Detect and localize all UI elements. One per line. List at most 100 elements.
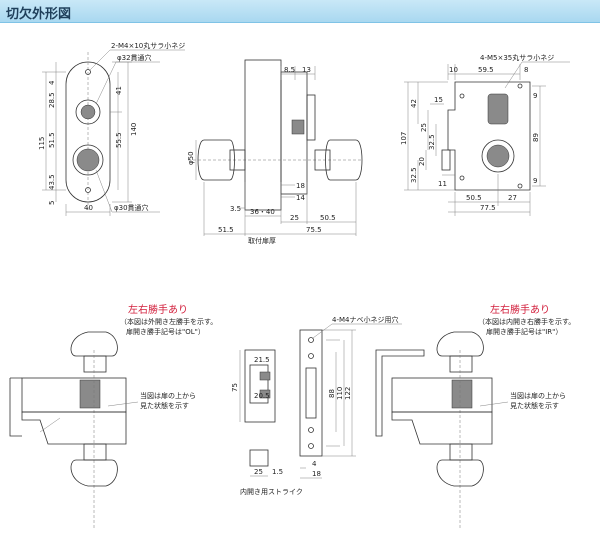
strike-pocket — [249, 364, 269, 404]
dim-4: 4 — [48, 80, 56, 85]
strike-hole-4 — [308, 443, 314, 449]
dim-55-5: 55.5 — [115, 132, 123, 148]
strike-dim-25: 25 — [254, 468, 263, 476]
strike-dim-4: 4 — [312, 460, 317, 468]
strike-opening — [305, 367, 317, 419]
door-section — [244, 59, 282, 211]
right-view-note-2: 見た状態を示す — [510, 401, 559, 410]
strike-dim-20-5: 20.5 — [254, 392, 270, 400]
case-screw-label: 4-M5×35丸サラ小ネジ — [480, 53, 554, 62]
strike-hole-3 — [308, 427, 314, 433]
left-frame — [9, 377, 22, 437]
case-screw-hole-4 — [459, 175, 465, 181]
right-knob-top — [436, 331, 484, 357]
dim-18: 18 — [296, 182, 305, 190]
dim-3-5: 3.5 — [230, 205, 241, 213]
strike-hatch-1 — [259, 371, 271, 381]
left-knob-neck-top — [83, 355, 107, 373]
right-lock-hatch — [451, 379, 473, 409]
left-view-note-1: 当図は扉の上から — [140, 391, 196, 400]
dim-36-40: 36・40 — [250, 208, 275, 216]
dim-40: 40 — [84, 204, 93, 212]
cylinder-hole — [75, 99, 101, 125]
strike-dim-88: 88 — [328, 389, 336, 398]
case-dim-20: 20 — [418, 157, 426, 166]
dim-51-5-section: 51.5 — [218, 226, 234, 234]
strike-dim-110: 110 — [336, 387, 344, 400]
dim-115: 115 — [38, 137, 46, 150]
door-thickness-label: 取付扉厚 — [248, 236, 276, 245]
strike-screw-label: 4-M4ナベ小ネジ用穴 — [332, 315, 398, 324]
dim-14: 14 — [296, 194, 305, 202]
hole-bottom-label: φ30貫通穴 — [114, 203, 149, 212]
strike-view: 75 21.5 20.5 88 110 122 25 1.5 4 18 4-M4… — [231, 315, 402, 496]
left-knob-neck-bottom — [83, 443, 107, 461]
case-dim-32-5a: 32.5 — [428, 134, 436, 150]
case-dim-9a: 9 — [533, 92, 537, 100]
case-dim-10: 10 — [449, 66, 458, 74]
right-frame — [375, 349, 425, 437]
case-dim-42: 42 — [410, 99, 418, 108]
left-door-body — [21, 377, 127, 413]
lock-case-view: 10 59.5 8 4-M5×35丸サラ小ネジ 89 9 9 107 42 32… — [400, 53, 570, 216]
case-dim-8: 8 — [524, 66, 528, 74]
lock-case-outline — [447, 81, 531, 191]
left-hand-note-2: 扉開き勝手記号は"OL"） — [126, 327, 205, 336]
cylinder-key — [80, 104, 96, 120]
strike-dim-18: 18 — [312, 470, 321, 478]
header-band: 切欠外形図 — [0, 0, 600, 23]
strike-caption: 内開き用ストライク — [240, 487, 303, 496]
right-hand-view: 左右勝手あり （本図は内開き右勝手を示す。 扉開き勝手記号は"IR"） 当図は扉… — [375, 303, 575, 530]
dim-28-5: 28.5 — [48, 92, 56, 108]
strike-dim-21-5: 21.5 — [254, 356, 270, 364]
dim-25: 25 — [290, 214, 299, 222]
cylinder-mechanism — [487, 93, 509, 125]
case-dim-9b: 9 — [533, 177, 537, 185]
strike-plate — [299, 329, 323, 457]
case-dim-32-5b: 32.5 — [410, 167, 418, 183]
hub-outline — [481, 139, 515, 173]
dim-5: 5 — [48, 201, 56, 205]
strike-hole-1 — [308, 337, 314, 343]
left-knob-bottom — [70, 459, 118, 487]
dim-140: 140 — [130, 123, 138, 136]
left-hand-view: 左右勝手あり （本図は外開き左勝手を示す。 扉開き勝手記号は"OL"） 当図は扉… — [9, 303, 217, 530]
right-door-body — [391, 377, 493, 413]
outer-rose — [314, 149, 331, 171]
right-knob-neck-bottom — [449, 443, 473, 461]
dim-51-5: 51.5 — [48, 132, 56, 148]
case-screw-hole-2 — [517, 183, 523, 189]
latch-bolt — [291, 119, 305, 135]
case-dim-77-5: 77.5 — [480, 204, 496, 212]
dim-41: 41 — [115, 86, 123, 95]
dim-8-5: 8.5 — [284, 66, 295, 74]
right-knob-bottom — [436, 459, 484, 487]
strike-dim-122: 122 — [344, 387, 352, 400]
dim-43-5: 43.5 — [48, 174, 56, 190]
case-dim-50-5: 50.5 — [466, 194, 482, 202]
screw-label: 2-M4×10丸サラ小ネジ — [111, 41, 185, 50]
case-dim-11: 11 — [438, 180, 447, 188]
right-hand-note-2: 扉開き勝手記号は"IR"） — [486, 327, 562, 336]
strike-box — [244, 349, 276, 423]
dim-50-5: 50.5 — [320, 214, 336, 222]
case-dim-107: 107 — [400, 132, 408, 145]
left-door-leaf — [21, 411, 127, 445]
hub — [486, 144, 510, 168]
strike-hatch-2 — [259, 389, 271, 399]
left-hand-note-1: （本図は外開き左勝手を示す。 — [120, 317, 217, 326]
case-dim-15: 15 — [434, 96, 443, 104]
inner-knob — [197, 139, 235, 181]
right-hand-title: 左右勝手あり — [490, 303, 550, 316]
strike-small-part — [249, 449, 269, 467]
left-lock-hatch — [79, 379, 101, 409]
front-faceplate-view: 41 55.5 140 4 28.5 51.5 43.5 5 115 40 2-… — [38, 41, 185, 216]
hole-top-label: φ32貫通穴 — [117, 53, 152, 62]
case-dim-89: 89 — [532, 133, 540, 142]
page-title: 切欠外形図 — [6, 7, 72, 22]
case-screw-hole-1 — [517, 83, 523, 89]
inner-rose — [229, 149, 246, 171]
screw-hole-bottom — [85, 187, 91, 193]
left-knob-top — [70, 331, 118, 357]
